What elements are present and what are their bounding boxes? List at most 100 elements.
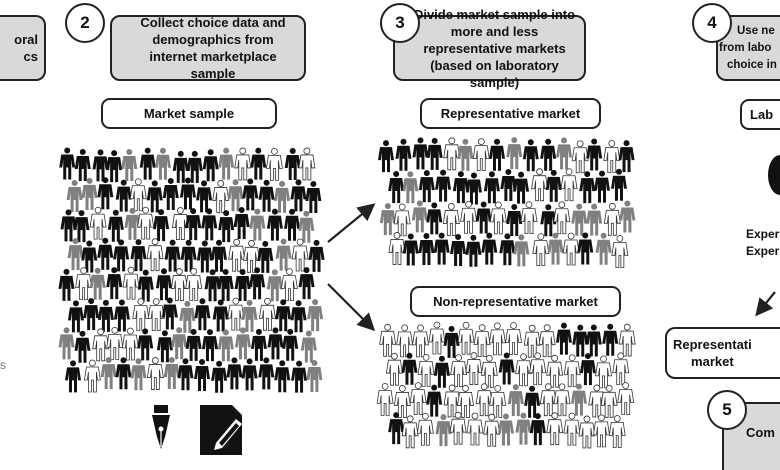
representative-person [489, 138, 506, 171]
market-sample-person [280, 268, 298, 302]
non-representative-person [376, 383, 394, 416]
representative-person [379, 203, 396, 236]
market-sample-person [298, 210, 315, 243]
market-sample-person [267, 327, 284, 360]
market-sample-person [275, 238, 292, 271]
non-representative-person [546, 412, 564, 446]
market-sample-person [290, 300, 307, 333]
market-sample-person [185, 208, 202, 241]
non-representative-person [412, 324, 429, 358]
non-representative-person [457, 385, 475, 418]
representative-person [603, 140, 621, 173]
market-sample-person [234, 147, 252, 181]
market-sample-person [249, 267, 266, 300]
non-representative-person [433, 355, 450, 388]
representative-person [513, 171, 530, 204]
representative-person [603, 202, 621, 236]
representative-person [433, 232, 450, 265]
representative-person [395, 138, 412, 171]
arrow-to-representative [327, 203, 376, 243]
non-representative-person [515, 353, 533, 387]
market-sample-person [65, 360, 82, 393]
market-sample-person [217, 329, 234, 362]
market-sample-person [81, 177, 98, 210]
market-sample-person [124, 207, 141, 240]
market-sample-person [66, 180, 83, 213]
representative-person [418, 170, 435, 203]
brain-icon [768, 155, 780, 195]
market-sample-person [291, 360, 308, 393]
non-representative-market-label: Non-representative market [410, 286, 621, 317]
representative-person [522, 139, 539, 172]
step4-text: choice in [727, 58, 777, 71]
market-sample-person [107, 209, 124, 242]
representative-person [540, 138, 557, 171]
representative-person [577, 232, 594, 265]
step4-text: from labo [719, 41, 772, 54]
market-sample-person [139, 147, 156, 180]
representative-person [562, 232, 580, 266]
market-sample-person [172, 150, 189, 183]
non-representative-person [426, 384, 443, 417]
representative-person [442, 203, 460, 236]
non-representative-person [475, 383, 493, 417]
market-sample-person [97, 177, 114, 210]
arrow-to-rep-box [755, 291, 776, 317]
representative-person [450, 233, 467, 266]
market-sample-person [115, 357, 132, 390]
representative-person [475, 201, 492, 234]
non-representative-person [480, 354, 498, 388]
market-sample-person [97, 237, 114, 270]
non-representative-person [428, 321, 446, 355]
market-sample-person [154, 147, 171, 180]
market-sample-person [171, 327, 188, 360]
representative-person [465, 234, 482, 267]
step4-text: Use ne [737, 24, 775, 37]
non-representative-person [417, 354, 435, 387]
market-sample-person [58, 327, 75, 360]
market-sample-person [275, 299, 292, 332]
market-sample-person [163, 357, 180, 390]
step2-number: 2 [65, 3, 105, 43]
market-sample-person [234, 327, 251, 360]
non-representative-person [505, 322, 523, 355]
representative-person [388, 170, 405, 203]
market-sample-person [249, 208, 266, 241]
market-sample-person [185, 328, 202, 361]
non-representative-person [578, 415, 596, 449]
non-representative-person [435, 414, 452, 447]
market-sample-person [291, 238, 309, 272]
market-sample-person [266, 208, 283, 241]
market-sample-person [113, 239, 130, 272]
non-representative-person [600, 385, 618, 418]
market-sample-person [228, 238, 246, 272]
market-sample-person [201, 208, 218, 241]
step3-number: 3 [380, 3, 420, 43]
non-representative-person [563, 354, 581, 388]
market-sample-person [106, 267, 123, 300]
representative-person [586, 203, 603, 236]
market-sample-person [265, 148, 283, 181]
market-sample-person [67, 238, 84, 271]
market-sample-person [73, 210, 90, 243]
non-representative-person [488, 322, 506, 356]
non-representative-person [457, 321, 475, 355]
representative-person [571, 140, 589, 174]
step1-text: cs [23, 49, 38, 64]
market-sample-person [67, 300, 84, 333]
non-representative-person [489, 385, 507, 418]
representative-person [500, 169, 517, 202]
step5-text: Com [746, 425, 775, 440]
rep-box-text: Representati [673, 337, 752, 352]
non-representative-person [579, 353, 596, 386]
market-sample-person [180, 239, 197, 272]
representative-person [540, 204, 557, 237]
market-sample-person [258, 179, 275, 212]
market-sample-person [177, 358, 194, 391]
non-representative-person [466, 412, 484, 446]
representative-person [532, 233, 550, 267]
market-sample-person [115, 179, 132, 212]
market-sample-person [298, 147, 316, 181]
